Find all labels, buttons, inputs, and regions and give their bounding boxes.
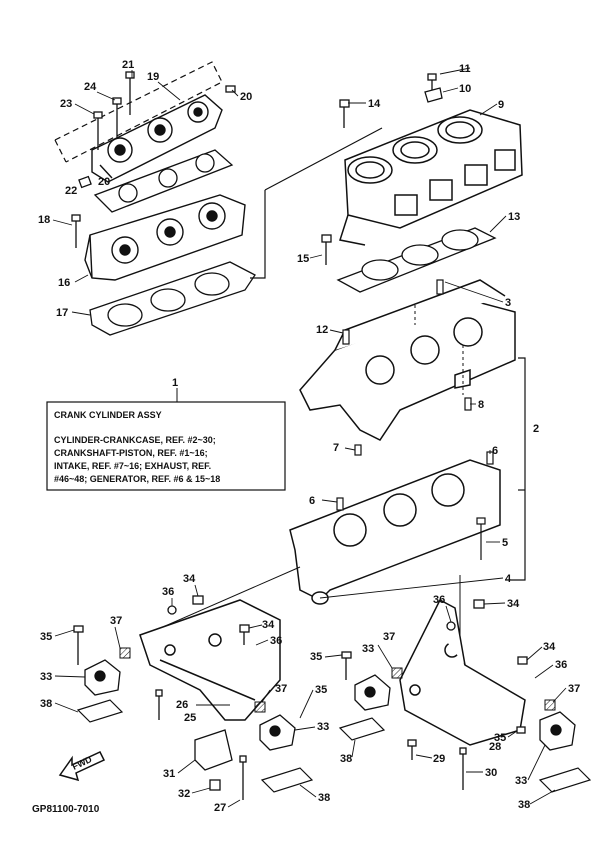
intake-gasket	[93, 149, 234, 213]
fwd-arrow	[58, 751, 106, 782]
callout: 32	[178, 788, 190, 800]
callout: 29	[433, 753, 445, 765]
callout: 12	[316, 324, 328, 336]
callout: 27	[214, 802, 226, 814]
intake-cover	[91, 94, 223, 183]
callout: 36	[270, 635, 282, 647]
callout: 10	[459, 83, 471, 95]
callout: 2	[533, 423, 539, 435]
callout: 31	[163, 768, 175, 780]
dowels-upper	[342, 279, 472, 456]
callout: 1	[172, 377, 178, 389]
cylinder-head	[84, 194, 246, 281]
assembly-line-3: INTAKE, REF. #7~16; EXHAUST, REF.	[54, 461, 211, 471]
head-gasket	[89, 261, 256, 336]
callout: 35	[310, 651, 322, 663]
intake-dashed-group	[54, 61, 223, 163]
callout: 38	[318, 792, 330, 804]
assembly-line-1: CYLINDER-CRANKCASE, REF. #2~30;	[54, 435, 216, 445]
callout: 37	[568, 683, 580, 695]
callout: 34	[262, 619, 275, 631]
callout: 38	[40, 698, 52, 710]
bolts-intake	[71, 71, 236, 248]
mount-bracket-right	[399, 598, 526, 746]
crankcase-upper	[299, 279, 516, 441]
assembly-line-2: CRANKSHAFT-PISTON, REF. #1~16;	[54, 448, 208, 458]
callout: 36	[555, 659, 567, 671]
callout: 35	[40, 631, 52, 643]
head-group-bracket	[250, 190, 266, 279]
callout: 18	[38, 214, 50, 226]
callout: 33	[317, 721, 329, 733]
mount-plates	[76, 699, 592, 793]
callout: 33	[40, 671, 52, 683]
figure-code: GP81100-7010	[32, 804, 100, 815]
head-group-bracket-top	[264, 127, 383, 191]
assembly-line-4: #46~48; GENERATOR, REF. #6 & 15~18	[54, 474, 220, 484]
callout: 19	[147, 71, 159, 83]
callout: 23	[60, 98, 72, 110]
callout: 24	[84, 81, 97, 93]
assembly-title: CRANK CYLINDER ASSY	[54, 410, 162, 420]
callout: 15	[297, 253, 309, 265]
callout: 6	[492, 445, 498, 457]
callout: 7	[333, 442, 339, 454]
callout: 20	[98, 176, 110, 188]
callout: 34	[183, 573, 196, 585]
callout-labels: 21 19 24 20 23 20 22 18 16 17 11 10 14 9…	[38, 59, 580, 814]
callout: 9	[498, 99, 504, 111]
callout: 35	[494, 732, 506, 744]
callout: 36	[433, 594, 445, 606]
callout: 37	[275, 683, 287, 695]
callout: 6	[309, 495, 315, 507]
cylinder-block	[339, 109, 523, 246]
callout: 30	[485, 767, 497, 779]
callout: 38	[340, 753, 352, 765]
callout: 38	[518, 799, 530, 811]
callout: 34	[543, 641, 556, 653]
callout: 33	[515, 775, 527, 787]
callout: 5	[502, 537, 508, 549]
crankcase-lower	[289, 459, 501, 605]
callout: 21	[122, 59, 134, 71]
block-gasket	[336, 227, 497, 293]
callout: 20	[240, 91, 252, 103]
callout: 26	[176, 699, 188, 711]
bolts-block	[321, 73, 443, 265]
callout: 17	[56, 307, 68, 319]
crankcase-bracket	[505, 357, 526, 581]
callout: 35	[315, 684, 327, 696]
callout: 25	[184, 712, 196, 724]
callout: 4	[505, 573, 512, 585]
spacers	[119, 647, 556, 713]
callout: 36	[162, 586, 174, 598]
callout: 28	[489, 741, 501, 753]
callout: 14	[368, 98, 381, 110]
callout: 37	[383, 631, 395, 643]
callout: 33	[362, 643, 374, 655]
leader-lines	[52, 67, 567, 808]
callout: 8	[478, 399, 484, 411]
callout: 37	[110, 615, 122, 627]
callout: 22	[65, 185, 77, 197]
rubber-mounts	[84, 659, 576, 771]
callout: 3	[505, 297, 511, 309]
callout: 34	[507, 598, 520, 610]
callout: 16	[58, 277, 70, 289]
assembly-box	[46, 401, 286, 491]
callout: 13	[508, 211, 520, 223]
